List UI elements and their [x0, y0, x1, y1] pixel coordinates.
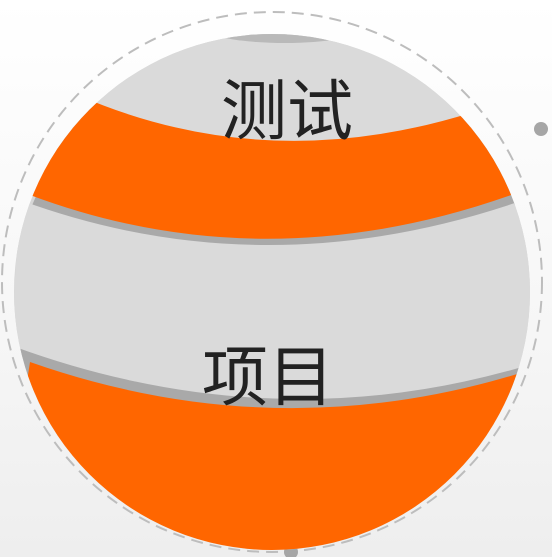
middle-gray-band [14, 196, 530, 418]
connector-dot-right [534, 122, 548, 136]
upper-orange-band [30, 96, 525, 239]
dashed-ring [1, 11, 543, 553]
top-label: 测试 [221, 73, 353, 150]
bottom-label: 项目 [202, 339, 334, 416]
